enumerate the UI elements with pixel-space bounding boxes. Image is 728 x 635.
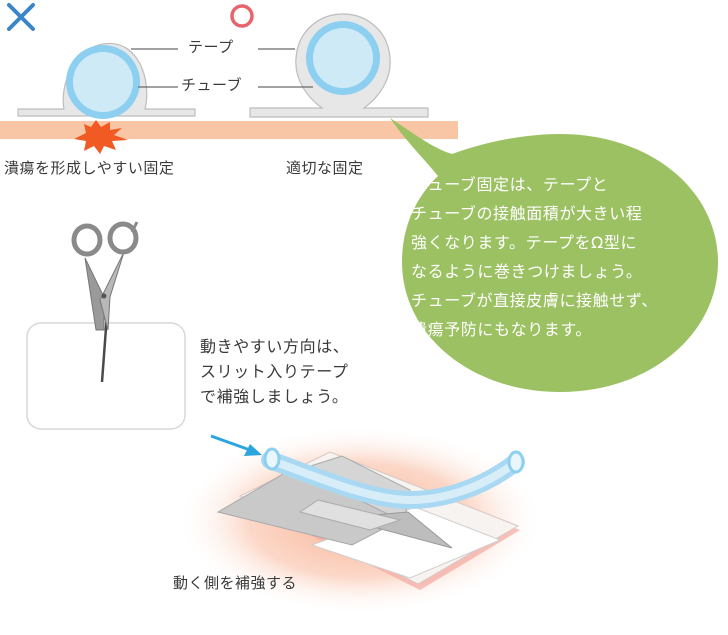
tube-label: チューブ [181, 76, 243, 94]
good-fixation [249, 13, 429, 118]
reinforce-caption: 動く側を補強する [173, 574, 298, 592]
good-fixation-caption: 適切な固定 [286, 159, 364, 177]
bad-mark-icon [7, 3, 35, 31]
bubble-line: チューブ固定は、テープと [411, 175, 609, 194]
label-leader-lines [131, 48, 313, 88]
scissors-icon [71, 221, 139, 383]
note-line: で補強しましょう。 [200, 387, 349, 406]
bubble-line: チューブが直接皮膚に接触せず、 [411, 291, 658, 310]
arrow-icon [210, 434, 262, 456]
bad-fixation [17, 42, 196, 119]
bubble-line: チューブの接触面積が大きい程 [411, 204, 643, 223]
speech-bubble [390, 118, 718, 392]
note-line: スリット入りテープ [200, 362, 349, 381]
ulcer-icon [74, 120, 128, 154]
bubble-text: チューブ固定は、テープと チューブの接触面積が大きい程 強くなります。テープをΩ… [411, 170, 711, 344]
bubble-line: 潰瘍予防にもなります。 [411, 320, 593, 339]
note-line: 動きやすい方向は、 [200, 337, 350, 356]
tube-icon [261, 447, 525, 510]
good-mark-icon [230, 4, 254, 28]
skin-layer [0, 121, 458, 139]
tape-label: テープ [188, 38, 234, 56]
slit-tape-note: 動きやすい方向は、 スリット入りテープ で補強しましょう。 [200, 334, 349, 409]
bad-fixation-caption: 潰瘍を形成しやすい固定 [4, 159, 175, 177]
bubble-line: 強くなります。テープをΩ型に [411, 233, 638, 252]
bubble-line: なるように巻きつけましょう。 [411, 262, 643, 281]
